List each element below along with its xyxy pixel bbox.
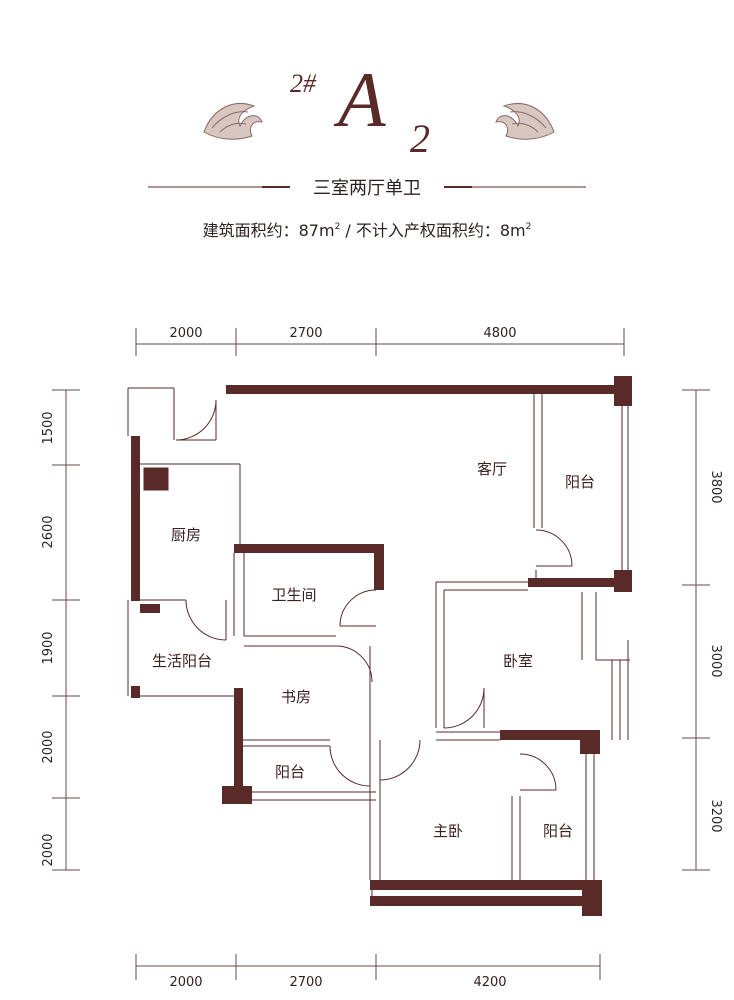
dim-top-3: 4800 [483, 326, 516, 341]
left-ornament-icon [203, 103, 263, 140]
dim-right-2: 3000 [708, 644, 723, 677]
room-bedroom: 卧室 [503, 652, 533, 670]
dim-right-1: 3800 [708, 470, 723, 503]
dim-bottom-2: 2700 [289, 975, 322, 990]
dim-left-5: 2000 [41, 833, 56, 866]
room-labels: 客厅 阳台 厨房 卫生间 卧室 生活阳台 书房 阳台 主卧 阳台 [152, 460, 595, 840]
dim-left-4: 2000 [41, 730, 56, 763]
room-master: 主卧 [433, 822, 463, 840]
dimension-lines: 2000 2700 4800 2000 2700 4200 1500 2600 … [41, 326, 723, 990]
right-ornament-icon [495, 103, 555, 140]
dim-left-1: 1500 [41, 411, 56, 444]
building-number: 2# [290, 69, 317, 98]
doors [175, 399, 573, 791]
area-separator: / [340, 221, 356, 240]
room-bathroom: 卫生间 [271, 586, 316, 604]
dim-left-3: 1900 [41, 631, 56, 664]
unit-number: 2 [410, 116, 430, 161]
built-area: 建筑面积约：87m [203, 221, 335, 240]
layout-label: 三室两厅单卫 [313, 178, 421, 199]
room-study-balcony: 阳台 [275, 763, 305, 781]
room-living: 客厅 [477, 460, 507, 478]
dim-bottom-3: 4200 [473, 975, 506, 990]
dim-bottom-1: 2000 [169, 975, 202, 990]
unit-letter: A [333, 56, 386, 143]
dim-right-3: 3200 [708, 799, 723, 832]
room-study: 书房 [281, 688, 311, 706]
room-utility-balcony: 生活阳台 [152, 652, 212, 670]
area-line: 建筑面积约：87m2 / 不计入产权面积约：8m2 [203, 221, 532, 240]
header: 2# A 2 三室两厅单卫 建筑面积约：87m2 / 不计入产权面积约：8m2 [148, 56, 586, 240]
built-area-sup: 2 [335, 222, 341, 232]
room-kitchen: 厨房 [171, 526, 201, 544]
extra-area-sup: 2 [526, 222, 532, 232]
dim-left-2: 2600 [41, 515, 56, 548]
extra-area: 不计入产权面积约：8m [356, 221, 526, 240]
dim-top-2: 2700 [289, 326, 322, 341]
dim-top-1: 2000 [169, 326, 202, 341]
room-balcony-living: 阳台 [565, 473, 595, 491]
walls [127, 376, 632, 916]
room-master-balcony: 阳台 [543, 822, 573, 840]
